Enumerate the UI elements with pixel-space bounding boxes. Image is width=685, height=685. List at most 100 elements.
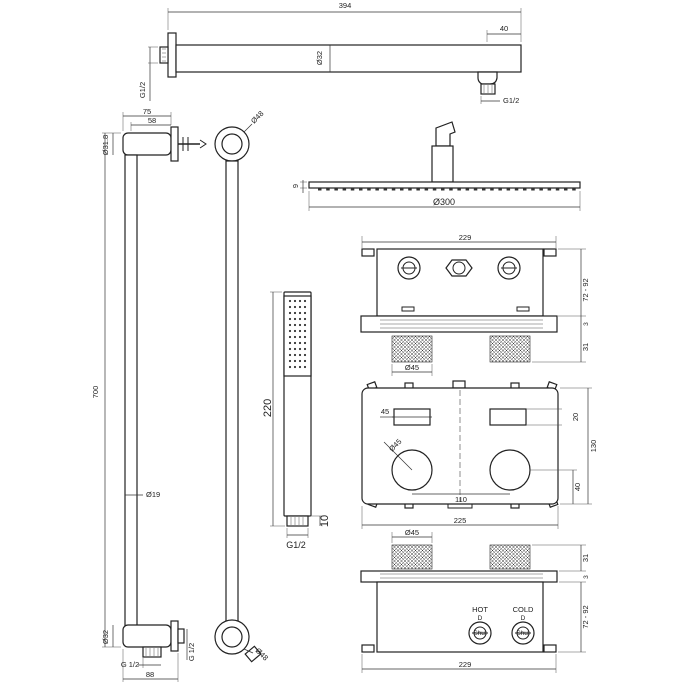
rain-head-view: 9 Ø300 bbox=[291, 121, 581, 211]
valve-bottom-knob-height-label: 31 bbox=[581, 554, 590, 562]
nozzle-dot bbox=[293, 317, 297, 321]
knurl-line bbox=[489, 335, 504, 350]
knurl-line bbox=[526, 335, 531, 340]
nozzle-dot bbox=[298, 341, 302, 345]
riser-base-width-label: 88 bbox=[146, 670, 154, 679]
nozzle-dot bbox=[298, 359, 302, 363]
nozzle-dot bbox=[298, 311, 302, 315]
hand-shower-view: 220 10 G1/2 bbox=[262, 291, 331, 550]
knurl-line bbox=[489, 558, 501, 570]
nozzle-dot bbox=[303, 311, 307, 315]
riser-top-diameter-label: Ø31.8 bbox=[101, 135, 110, 155]
hand-shower-connector bbox=[286, 515, 309, 527]
nozzle-dot bbox=[288, 359, 292, 363]
nozzle-dot bbox=[293, 299, 297, 303]
knurl-line bbox=[400, 335, 427, 363]
rain-nozzle bbox=[350, 188, 355, 191]
riser-bottom-bracket bbox=[122, 624, 172, 648]
knurl-line bbox=[391, 544, 408, 561]
nozzle-dot bbox=[288, 347, 292, 351]
shower-arm-wall-thread-label: G1/2 bbox=[138, 82, 147, 98]
knurl-line bbox=[507, 544, 531, 568]
knurl-line bbox=[430, 544, 433, 547]
rain-nozzle bbox=[400, 188, 404, 191]
riser-bracket-width-label: 75 bbox=[143, 107, 151, 116]
knurl-line bbox=[491, 335, 518, 363]
nozzle-dot bbox=[288, 311, 292, 315]
knurl-line bbox=[418, 335, 433, 350]
knurl-line bbox=[489, 547, 512, 570]
nozzle-dot bbox=[288, 335, 292, 339]
knurl-line bbox=[508, 547, 531, 570]
valve-front-handle-spacing-label: 110 bbox=[455, 495, 467, 504]
nozzle-dot bbox=[303, 365, 307, 369]
knurl-line bbox=[512, 335, 531, 354]
nozzle-dot bbox=[303, 359, 307, 363]
shower-arm-view: 394 40 Ø32 G1/2 G1/2 bbox=[138, 1, 522, 105]
knurl-line bbox=[391, 544, 401, 554]
nozzle-dot bbox=[303, 341, 307, 345]
shower-arm-outlet-thread-label: G1/2 bbox=[503, 96, 519, 105]
nozzle-dot bbox=[303, 347, 307, 351]
knurl-line bbox=[500, 544, 526, 570]
valve-hot-marker: D bbox=[478, 615, 483, 622]
rain-nozzle bbox=[432, 188, 437, 191]
knurl-line bbox=[494, 335, 522, 363]
knurl-line bbox=[391, 544, 404, 557]
valve-hot-port-label: Shut bbox=[473, 630, 487, 637]
valve-front-plate-height-label: 130 bbox=[589, 440, 598, 453]
knurl-line bbox=[498, 335, 525, 363]
knurl-line bbox=[489, 340, 512, 363]
nozzle-dot bbox=[298, 335, 302, 339]
rain-nozzle bbox=[457, 188, 461, 191]
shower-arm-elbow bbox=[477, 71, 498, 85]
knurl-line bbox=[489, 544, 499, 554]
knurl-line bbox=[504, 544, 529, 570]
knurl-line bbox=[489, 335, 494, 340]
knurl-line bbox=[514, 544, 531, 561]
knurl-line bbox=[489, 335, 508, 354]
knurl-line bbox=[391, 335, 413, 357]
knurl-line bbox=[404, 335, 431, 363]
nozzle-dot bbox=[293, 323, 297, 327]
rain-nozzle bbox=[498, 188, 502, 191]
riser-top-bracket bbox=[122, 132, 172, 156]
shower-arm-length-label: 394 bbox=[339, 1, 352, 10]
nozzle-dot bbox=[298, 329, 302, 333]
rain-head-diameter-label: Ø300 bbox=[433, 197, 455, 207]
knurl-line bbox=[489, 544, 495, 550]
knurl-line bbox=[521, 544, 531, 554]
knurl-line bbox=[489, 351, 501, 363]
nozzle-dot bbox=[293, 311, 297, 315]
rain-nozzle bbox=[441, 188, 445, 191]
knurl-line bbox=[391, 335, 410, 354]
knurl-line bbox=[403, 335, 431, 363]
nozzle-dot bbox=[298, 317, 302, 321]
nozzle-dot bbox=[293, 347, 297, 351]
rain-nozzle bbox=[367, 188, 371, 191]
valve-front-button-right bbox=[489, 408, 527, 426]
riser-side-thread-label: G 1/2 bbox=[187, 643, 196, 661]
knurl-line bbox=[489, 335, 515, 361]
knurl-line bbox=[502, 335, 529, 363]
rain-nozzle bbox=[572, 188, 576, 191]
nozzle-dot bbox=[303, 299, 307, 303]
nozzle-dot bbox=[293, 365, 297, 369]
valve-cold-marker: D bbox=[521, 615, 526, 622]
hand-shower-length-label: 220 bbox=[262, 399, 274, 417]
nozzle-dot bbox=[288, 323, 292, 327]
knurl-line bbox=[491, 335, 519, 363]
knurl-line bbox=[395, 544, 421, 570]
knurl-line bbox=[489, 544, 506, 561]
knurl-line bbox=[525, 544, 531, 550]
valve-bottom-knob-diameter-label: Ø45 bbox=[405, 528, 419, 537]
knurl-line bbox=[494, 544, 520, 570]
nozzle-dot bbox=[288, 317, 292, 321]
knurl-line bbox=[391, 558, 403, 570]
nozzle-dot bbox=[298, 299, 302, 303]
knurl-line bbox=[409, 544, 433, 568]
rain-nozzle bbox=[490, 188, 494, 191]
valve-bottom-trim bbox=[360, 570, 558, 583]
knurl-line bbox=[391, 544, 411, 564]
riser-bottom-outlet bbox=[142, 646, 162, 658]
